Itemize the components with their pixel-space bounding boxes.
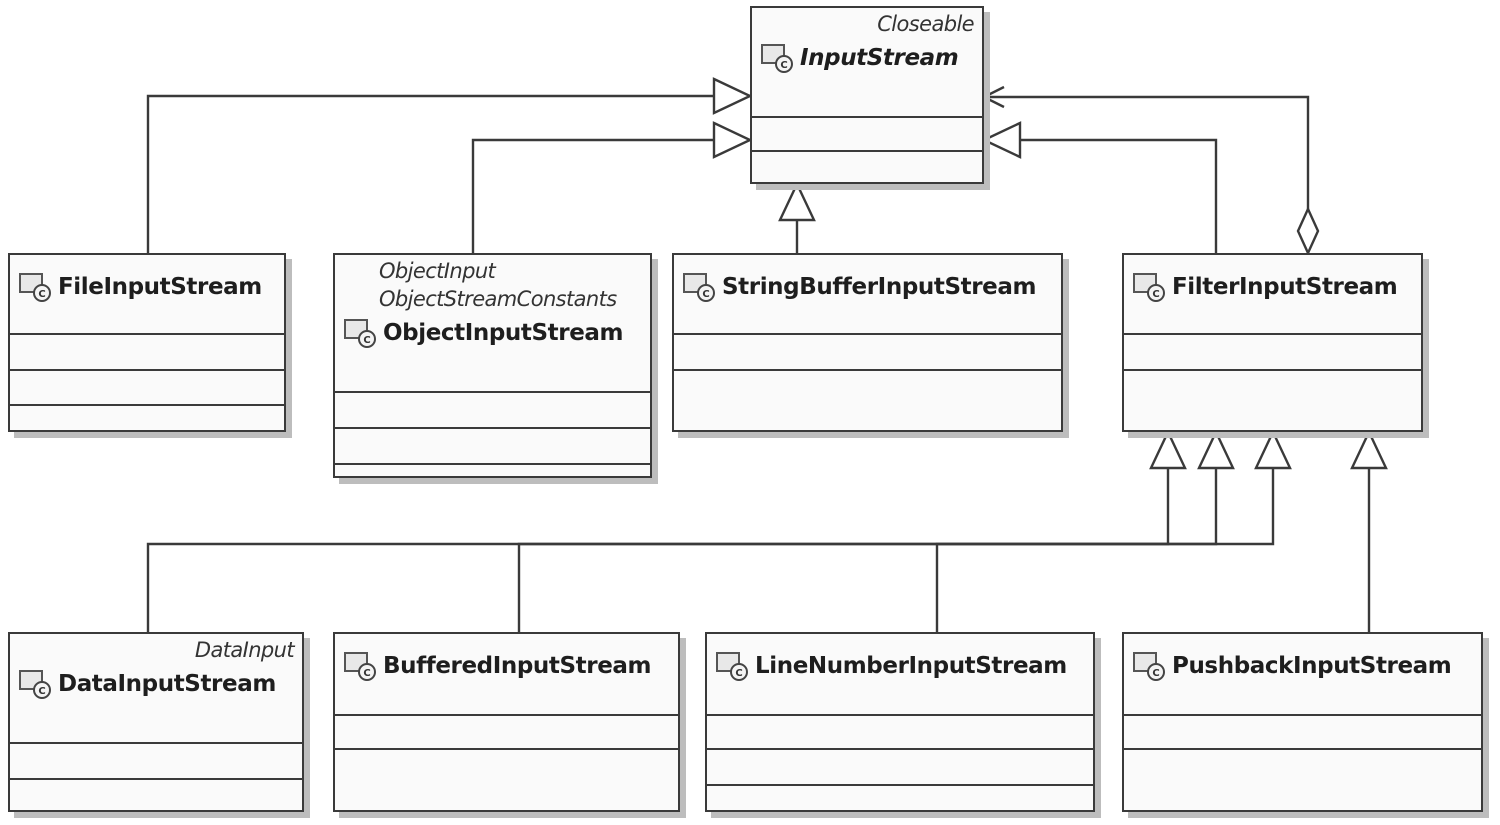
class-name-row: C DataInputStream [18, 664, 294, 704]
extra-section [707, 784, 1093, 810]
edge-data-to-filter [146, 432, 1168, 632]
attributes-section [1124, 714, 1481, 748]
attributes-section [752, 116, 982, 150]
operations-section [1124, 369, 1421, 430]
class-header: DataInput C DataInputStream [10, 634, 302, 742]
class-box-filterinputstream[interactable]: C FilterInputStream [1122, 253, 1423, 432]
svg-text:C: C [38, 686, 45, 697]
class-icon: C [19, 670, 51, 699]
class-box-inputstream[interactable]: Closeable C InputStream [750, 6, 984, 184]
svg-text:C: C [1152, 289, 1159, 300]
class-name-row: C FilterInputStream [1132, 267, 1413, 307]
svg-text:C: C [1152, 668, 1159, 679]
operations-section [10, 369, 284, 404]
class-icon: C [716, 652, 748, 681]
class-name-row: C BufferedInputStream [343, 646, 670, 686]
class-name-row: C FileInputStream [18, 267, 276, 307]
class-box-fileinputstream[interactable]: C FileInputStream [8, 253, 286, 432]
class-name-row: C StringBufferInputStream [682, 267, 1053, 307]
class-box-bufferedinputstream[interactable]: C BufferedInputStream [333, 632, 680, 812]
class-box-datainputstream[interactable]: DataInput C DataInputStream [8, 632, 304, 812]
class-name-row: C LineNumberInputStream [715, 646, 1085, 686]
operations-section [335, 427, 650, 463]
extra-section [10, 404, 284, 430]
attributes-section [10, 742, 302, 778]
class-name: InputStream [800, 45, 959, 71]
class-name: LineNumberInputStream [755, 653, 1067, 679]
class-icon: C [1133, 273, 1165, 302]
class-header: C BufferedInputStream [335, 634, 678, 714]
attributes-section [335, 714, 678, 748]
operations-section [10, 778, 302, 810]
extra-section [335, 463, 650, 476]
operations-section [335, 748, 678, 810]
class-box-stringbufferinputstream[interactable]: C StringBufferInputStream [672, 253, 1063, 432]
class-header: ObjectInput ObjectStreamConstants C Obje… [335, 255, 650, 391]
svg-text:C: C [735, 668, 742, 679]
edge-buffered-to-filter [517, 432, 1216, 632]
operations-section [752, 150, 982, 182]
class-name: FilterInputStream [1172, 274, 1398, 300]
class-name-row: C PushbackInputStream [1132, 646, 1473, 686]
interface-label: DataInput [194, 638, 295, 662]
attributes-section [10, 333, 284, 369]
class-name-row: C InputStream [760, 38, 974, 78]
class-header: C LineNumberInputStream [707, 634, 1093, 714]
class-icon: C [344, 652, 376, 681]
interface-label: Closeable [877, 12, 974, 36]
class-header: C FilterInputStream [1124, 255, 1421, 333]
operations-section [1124, 748, 1481, 810]
class-header: C PushbackInputStream [1124, 634, 1481, 714]
class-icon: C [683, 273, 715, 302]
edge-linenumber-to-filter [935, 432, 1273, 632]
class-box-pushbackinputstream[interactable]: C PushbackInputStream [1122, 632, 1483, 812]
edge-fileinputstream-to-inputstream [146, 96, 750, 253]
edge-objectinputstream-to-inputstream [471, 140, 750, 253]
class-icon: C [761, 44, 793, 73]
attributes-section [1124, 333, 1421, 369]
svg-text:C: C [363, 668, 370, 679]
class-icon: C [1133, 652, 1165, 681]
attributes-section [335, 391, 650, 427]
aggregation-filterinputstream-inputstream [984, 97, 1308, 253]
class-header: Closeable C InputStream [752, 8, 982, 116]
operations-section [707, 748, 1093, 784]
class-icon: C [19, 273, 51, 302]
attributes-section [674, 333, 1061, 369]
class-header: C FileInputStream [10, 255, 284, 333]
operations-section [674, 369, 1061, 430]
class-name: FileInputStream [58, 274, 262, 300]
class-box-objectinputstream[interactable]: ObjectInput ObjectStreamConstants C Obje… [333, 253, 652, 478]
class-name: ObjectInputStream [383, 320, 624, 346]
edge-filterinputstream-to-inputstream [984, 140, 1218, 253]
class-name: PushbackInputStream [1172, 653, 1452, 679]
svg-text:C: C [780, 60, 787, 71]
svg-text:C: C [702, 289, 709, 300]
svg-text:C: C [38, 289, 45, 300]
class-name: BufferedInputStream [383, 653, 652, 679]
svg-text:C: C [363, 335, 370, 346]
class-box-linenumberinputstream[interactable]: C LineNumberInputStream [705, 632, 1095, 812]
class-header: C StringBufferInputStream [674, 255, 1061, 333]
class-name-row: C ObjectInputStream [343, 313, 642, 353]
attributes-section [707, 714, 1093, 748]
class-name: DataInputStream [58, 671, 276, 697]
interface-label: ObjectStreamConstants [379, 287, 617, 311]
class-name: StringBufferInputStream [722, 274, 1037, 300]
interface-label: ObjectInput [379, 259, 496, 283]
class-icon: C [344, 319, 376, 348]
